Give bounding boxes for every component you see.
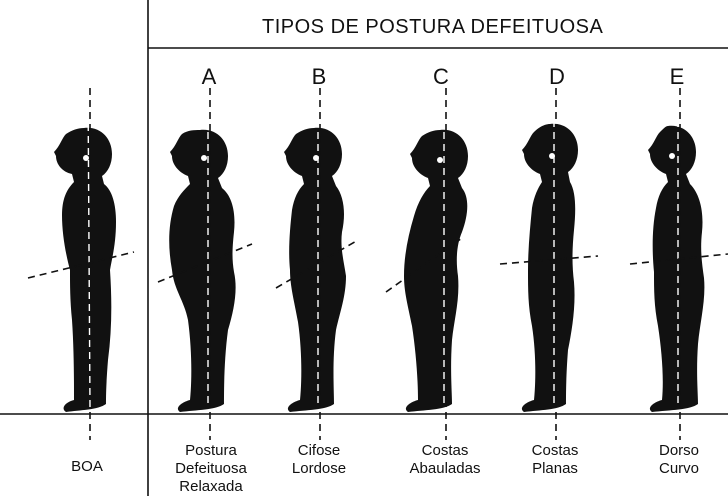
silhouette: [522, 124, 578, 412]
caption-a: Postura Defeituosa Relaxada: [156, 442, 266, 496]
silhouette: [404, 130, 468, 412]
caption-c: Costas Abauladas: [390, 442, 500, 478]
caption-b: Cifose Lordose: [264, 442, 374, 478]
figure-e: [630, 88, 728, 440]
figure-boa: [28, 88, 134, 440]
label-letter-c: C: [426, 64, 456, 90]
figure-c: [386, 88, 468, 440]
figure-a: [158, 88, 252, 440]
diagram-title: TIPOS DE POSTURA DEFEITUOSA: [262, 16, 603, 39]
label-letter-a: A: [194, 64, 224, 90]
figure-d: [500, 88, 598, 440]
label-letter-d: D: [542, 64, 572, 90]
label-letter-b: B: [304, 64, 334, 90]
silhouette: [648, 126, 704, 412]
silhouette: [169, 130, 235, 412]
silhouette: [284, 128, 346, 412]
figure-b: [276, 88, 358, 440]
caption-boa: BOA: [32, 458, 142, 476]
caption-e: Dorso Curvo: [624, 442, 728, 478]
label-letter-e: E: [662, 64, 692, 90]
caption-d: Costas Planas: [500, 442, 610, 478]
